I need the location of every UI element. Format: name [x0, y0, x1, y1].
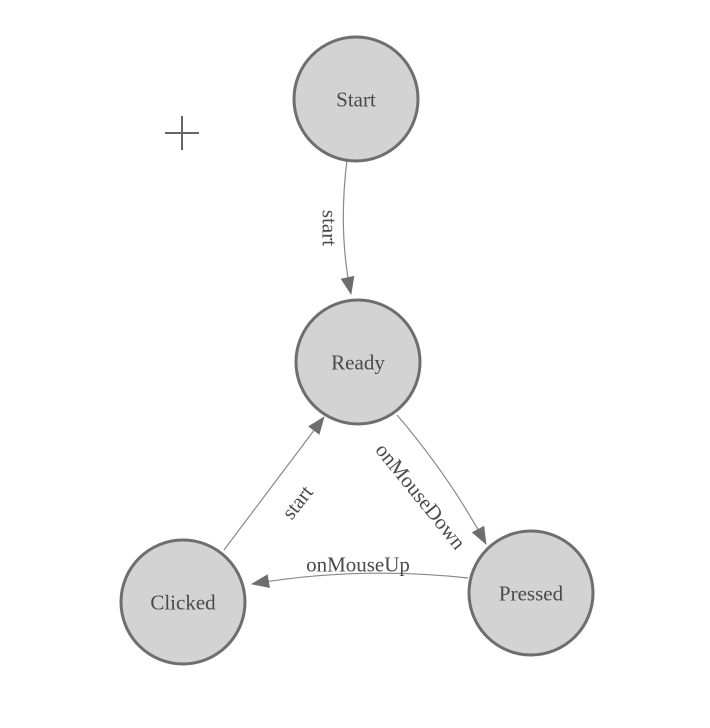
- edge-start-to-ready[interactable]: start: [318, 159, 355, 295]
- edge-path-ready-to-pressed[interactable]: [396, 414, 487, 545]
- edge-path-pressed-to-clicked[interactable]: [251, 572, 469, 589]
- state-circle-pressed[interactable]: [467, 529, 595, 657]
- edge-pressed-to-clicked[interactable]: onMouseUp: [251, 552, 469, 589]
- state-node-clicked[interactable]: Clicked: [119, 538, 247, 666]
- state-node-ready[interactable]: Ready: [294, 298, 422, 426]
- edge-ready-to-pressed[interactable]: onMouseDown: [371, 414, 487, 554]
- edge-label-onmousedown: onMouseDown: [371, 438, 471, 554]
- state-circle-ready[interactable]: [294, 298, 422, 426]
- edge-path-clicked-to-ready[interactable]: [223, 416, 325, 551]
- edge-clicked-to-ready[interactable]: start: [223, 416, 325, 551]
- edge-label-start: start: [318, 210, 342, 246]
- crosshair-icon: [165, 116, 199, 150]
- state-circle-clicked[interactable]: [119, 538, 247, 666]
- edge-path-start-to-ready[interactable]: [340, 159, 355, 295]
- edge-label-start-2: start: [277, 480, 318, 523]
- state-node-start[interactable]: Start: [292, 35, 420, 163]
- state-node-pressed[interactable]: Pressed: [467, 529, 595, 657]
- state-circle-start[interactable]: [292, 35, 420, 163]
